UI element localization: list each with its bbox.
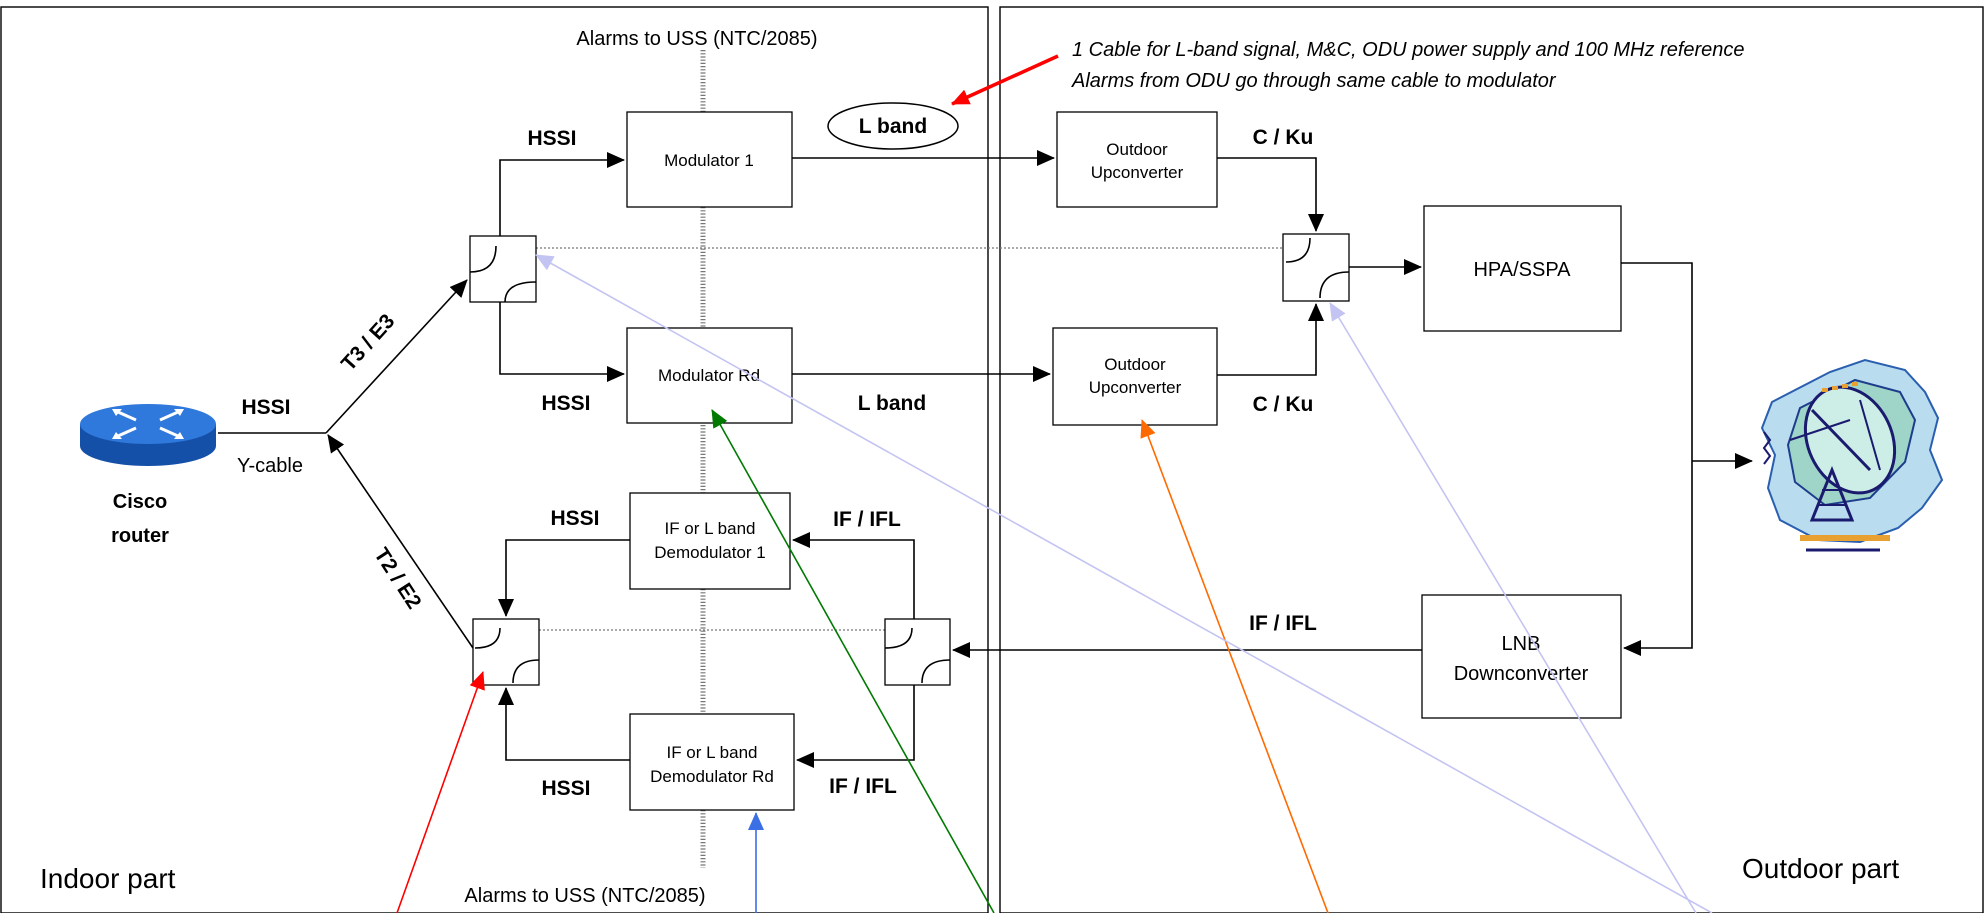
lavender-arrow-to-tx-indoor-switch <box>535 254 1713 913</box>
demodulator-rd-box <box>629 713 795 811</box>
lband-rd-label: L band <box>858 392 926 415</box>
modulator-rd-label: Modulator Rd <box>658 366 760 385</box>
switch-to-demodulator-rd <box>796 685 915 768</box>
ycable-label: Y-cable <box>237 455 303 477</box>
indoor-frame <box>0 6 989 913</box>
demodulator-1-to-switch <box>498 539 630 617</box>
tx-outdoor-switch <box>1282 233 1350 302</box>
t2e2-label: T2 / E2 <box>369 544 425 613</box>
rx-indoor-switch <box>472 618 540 686</box>
modulator-rd-box <box>626 327 793 424</box>
satellite-dish-icon <box>1760 358 1944 552</box>
router-label-line1: Cisco <box>113 491 167 513</box>
outdoor-upconverter-1-label-line2: Upconverter <box>1091 163 1184 182</box>
lband-oval-label: L band <box>859 115 927 138</box>
note-line-1: 1 Cable for L-band signal, M&C, ODU powe… <box>1072 39 1745 61</box>
hssi-demodulator-rd-label: HSSI <box>541 777 590 800</box>
if-ifl-lnb-label: IF / IFL <box>1249 612 1317 635</box>
modulator-1-box <box>626 111 793 208</box>
alarms-bottom-label: Alarms to USS (NTC/2085) <box>464 885 705 907</box>
rx-outdoor-switch <box>884 618 951 686</box>
modulator-1-label: Modulator 1 <box>664 151 754 170</box>
demodulator-rd-to-switch <box>498 687 630 761</box>
demodulator-rd-label-line1: IF or L band <box>666 743 757 762</box>
demodulator-1-label-line1: IF or L band <box>664 519 755 538</box>
switch-to-demodulator-1 <box>792 532 915 619</box>
hssi-demodulator-1-label: HSSI <box>550 507 599 530</box>
upconverter-1-to-switch <box>1217 157 1324 232</box>
lnb-downconverter-box <box>1421 594 1622 719</box>
switch-to-modulator-rd <box>499 302 625 382</box>
demodulator-rd-label-line2: Demodulator Rd <box>650 767 774 786</box>
outdoor-frame <box>999 6 1984 913</box>
if-ifl-demodulator-1-label: IF / IFL <box>833 508 901 531</box>
orange-arrow-to-upconverter-2 <box>1140 419 1329 913</box>
note-line-2: Alarms from ODU go through same cable to… <box>1071 70 1557 92</box>
lband-oval <box>827 102 959 150</box>
t3e3-link <box>325 279 468 434</box>
router-label-line2: router <box>111 525 169 547</box>
outdoor-upconverter-2-label-line1: Outdoor <box>1104 355 1166 374</box>
lnb-downconverter-label-line2: Downconverter <box>1454 663 1589 685</box>
if-ifl-demodulator-rd-label: IF / IFL <box>829 775 897 798</box>
cku-bottom-label: C / Ku <box>1253 393 1314 416</box>
hpa-sspa-label: HPA/SSPA <box>1473 259 1571 281</box>
upconverter-2-to-switch <box>1217 303 1324 376</box>
alarms-top-label: Alarms to USS (NTC/2085) <box>576 28 817 50</box>
hssi-modulator-1-label: HSSI <box>527 127 576 150</box>
hpa-to-antenna-bus <box>1621 262 1693 656</box>
cisco-router-icon <box>80 404 216 466</box>
outdoor-part-label: Outdoor part <box>1742 853 1899 884</box>
hpa-sspa-box <box>1423 205 1622 332</box>
green-arrow-to-modulator-rd <box>711 409 995 913</box>
red-arrow-to-rx-switch <box>396 671 485 913</box>
demodulator-1-label-line2: Demodulator 1 <box>654 543 766 562</box>
switch-to-modulator-1 <box>499 152 625 236</box>
router-hssi-label: HSSI <box>241 396 290 419</box>
hssi-modulator-rd-label: HSSI <box>541 392 590 415</box>
t2e2-link <box>327 434 474 649</box>
outdoor-upconverter-1-box <box>1056 111 1218 208</box>
indoor-part-label: Indoor part <box>40 863 176 894</box>
outdoor-upconverter-2-box <box>1052 327 1218 426</box>
outdoor-upconverter-1-label-line1: Outdoor <box>1106 140 1168 159</box>
t3e3-label: T3 / E3 <box>337 310 399 376</box>
lavender-arrow-to-tx-outdoor-switch <box>1329 302 1697 913</box>
outdoor-upconverter-2-label-line2: Upconverter <box>1089 378 1182 397</box>
demodulator-1-box <box>629 492 791 590</box>
red-arrow-to-lband <box>951 54 1059 106</box>
tx-indoor-switch <box>469 235 537 303</box>
cku-top-label: C / Ku <box>1253 126 1314 149</box>
